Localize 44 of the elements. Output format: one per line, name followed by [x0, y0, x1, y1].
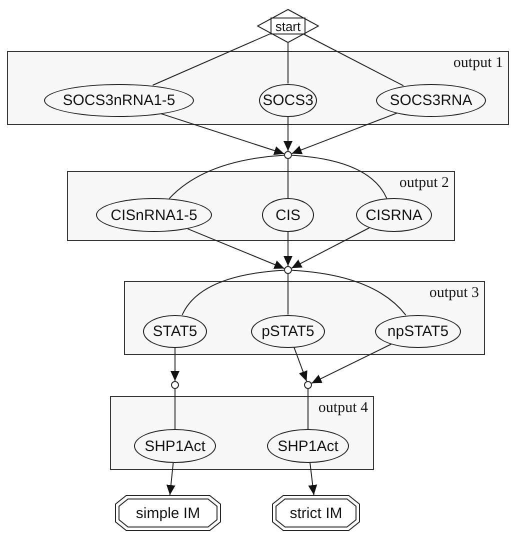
connector-line: [168, 154, 284, 200]
arrow: [291, 227, 370, 269]
arrow: [284, 116, 292, 152]
arrow: [166, 462, 176, 496]
cluster-label: output 3: [429, 285, 479, 302]
state-ellipse: STAT5: [143, 314, 207, 348]
connector-line: [292, 154, 388, 199]
state-ellipse: SHP1Act: [134, 429, 216, 463]
cluster-box: [7, 51, 509, 125]
arrow: [160, 113, 285, 155]
arrow: [291, 112, 398, 154]
cluster-box: [67, 171, 455, 241]
final-octagon: strict IM: [272, 495, 360, 531]
connector-line: [292, 270, 406, 316]
state-ellipse: CISRNA: [356, 198, 432, 232]
junction-circle: [171, 381, 179, 389]
arrow: [311, 344, 392, 384]
state-ellipse: CIS: [262, 198, 314, 232]
cluster-label: output 2: [399, 175, 449, 192]
connector-line: [174, 388, 176, 430]
junction-circle: [304, 381, 312, 389]
start-diamond: start: [257, 9, 319, 43]
arrow: [294, 346, 308, 382]
state-ellipse: SOCS3: [259, 84, 317, 116]
state-ellipse: SOCS3RNA: [376, 84, 486, 116]
cluster-box: [124, 281, 485, 355]
arrow: [187, 228, 285, 269]
state-ellipse: CISnRNA1-5: [96, 198, 212, 232]
junction-circle: [284, 151, 292, 159]
connector-line: [182, 270, 284, 316]
final-octagon: simple IM: [115, 495, 221, 531]
state-ellipse: SOCS3nRNA1-5: [44, 84, 194, 116]
cluster-label: output 4: [318, 400, 368, 417]
state-ellipse: pSTAT5: [251, 314, 325, 348]
arrow: [284, 232, 292, 266]
cluster-label: output 1: [453, 55, 503, 72]
connector-line: [152, 33, 272, 86]
state-ellipse: SHP1Act: [267, 429, 349, 463]
arrow: [170, 347, 180, 382]
arrow: [308, 462, 318, 496]
state-ellipse: npSTAT5: [375, 314, 461, 348]
connector-line: [303, 34, 404, 86]
junction-circle: [284, 266, 292, 274]
cluster-box: [110, 396, 374, 470]
